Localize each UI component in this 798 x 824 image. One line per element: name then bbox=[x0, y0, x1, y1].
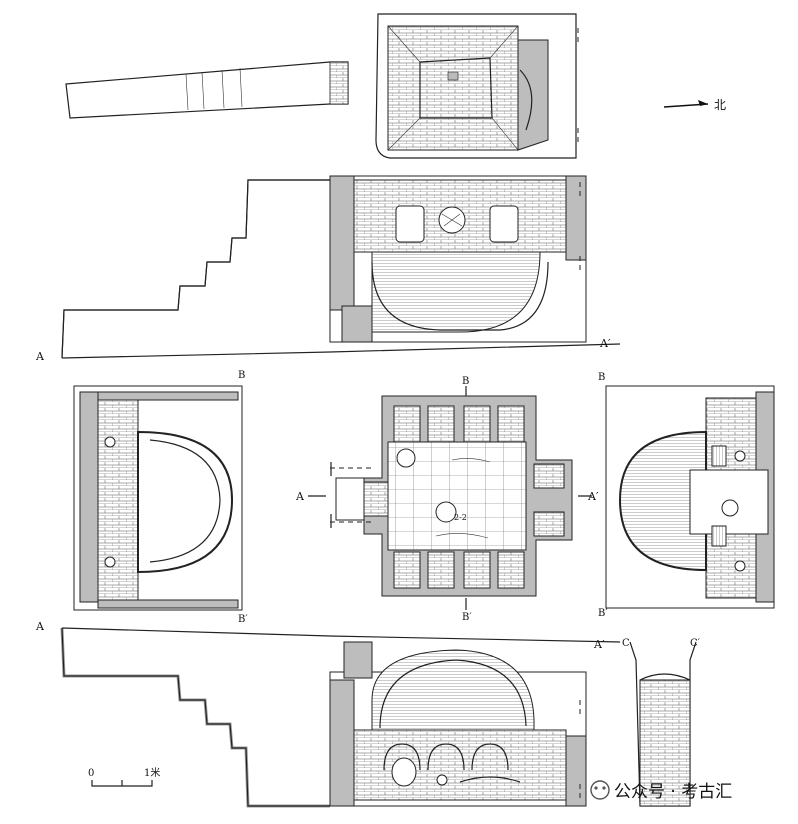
passage-plan bbox=[65, 61, 349, 119]
label-a-prime-plan: A′ bbox=[587, 490, 599, 503]
label-b-prime-right: B′ bbox=[598, 608, 608, 619]
section-left bbox=[73, 385, 243, 611]
label-b-plan: B bbox=[462, 376, 469, 387]
north-label: 北 bbox=[714, 98, 726, 112]
label-a-lower: A bbox=[35, 620, 45, 633]
section-upper bbox=[61, 175, 621, 359]
north-arrow: 北 bbox=[663, 98, 726, 112]
label-c: C bbox=[622, 638, 630, 649]
burial-id-label: 2-2 bbox=[454, 513, 467, 522]
label-b-prime-left: B′ bbox=[238, 614, 248, 625]
watermark: 公众号 · 考古汇 bbox=[590, 780, 732, 802]
section-lower bbox=[60, 627, 621, 808]
label-a-upper: A bbox=[35, 350, 45, 363]
section-c bbox=[629, 641, 697, 807]
label-b-right: B bbox=[598, 372, 605, 383]
label-c-prime: C′ bbox=[690, 638, 701, 649]
plan-markers bbox=[308, 386, 592, 610]
floor-plan bbox=[335, 395, 573, 597]
label-a-plan: A bbox=[295, 490, 305, 503]
scale-bar: 0 1米 bbox=[88, 766, 160, 787]
scale-zero: 0 bbox=[88, 768, 94, 779]
chamber-top-plan bbox=[375, 13, 579, 159]
section-right bbox=[605, 385, 775, 609]
label-b-left: B bbox=[238, 370, 245, 381]
scale-end: 1米 bbox=[144, 766, 160, 779]
label-a-prime-lower: A′ bbox=[593, 638, 605, 651]
watermark-text: 公众号 · 考古汇 bbox=[614, 782, 732, 802]
label-b-prime-plan: B′ bbox=[462, 612, 472, 623]
label-a-prime-upper: A′ bbox=[599, 337, 611, 350]
